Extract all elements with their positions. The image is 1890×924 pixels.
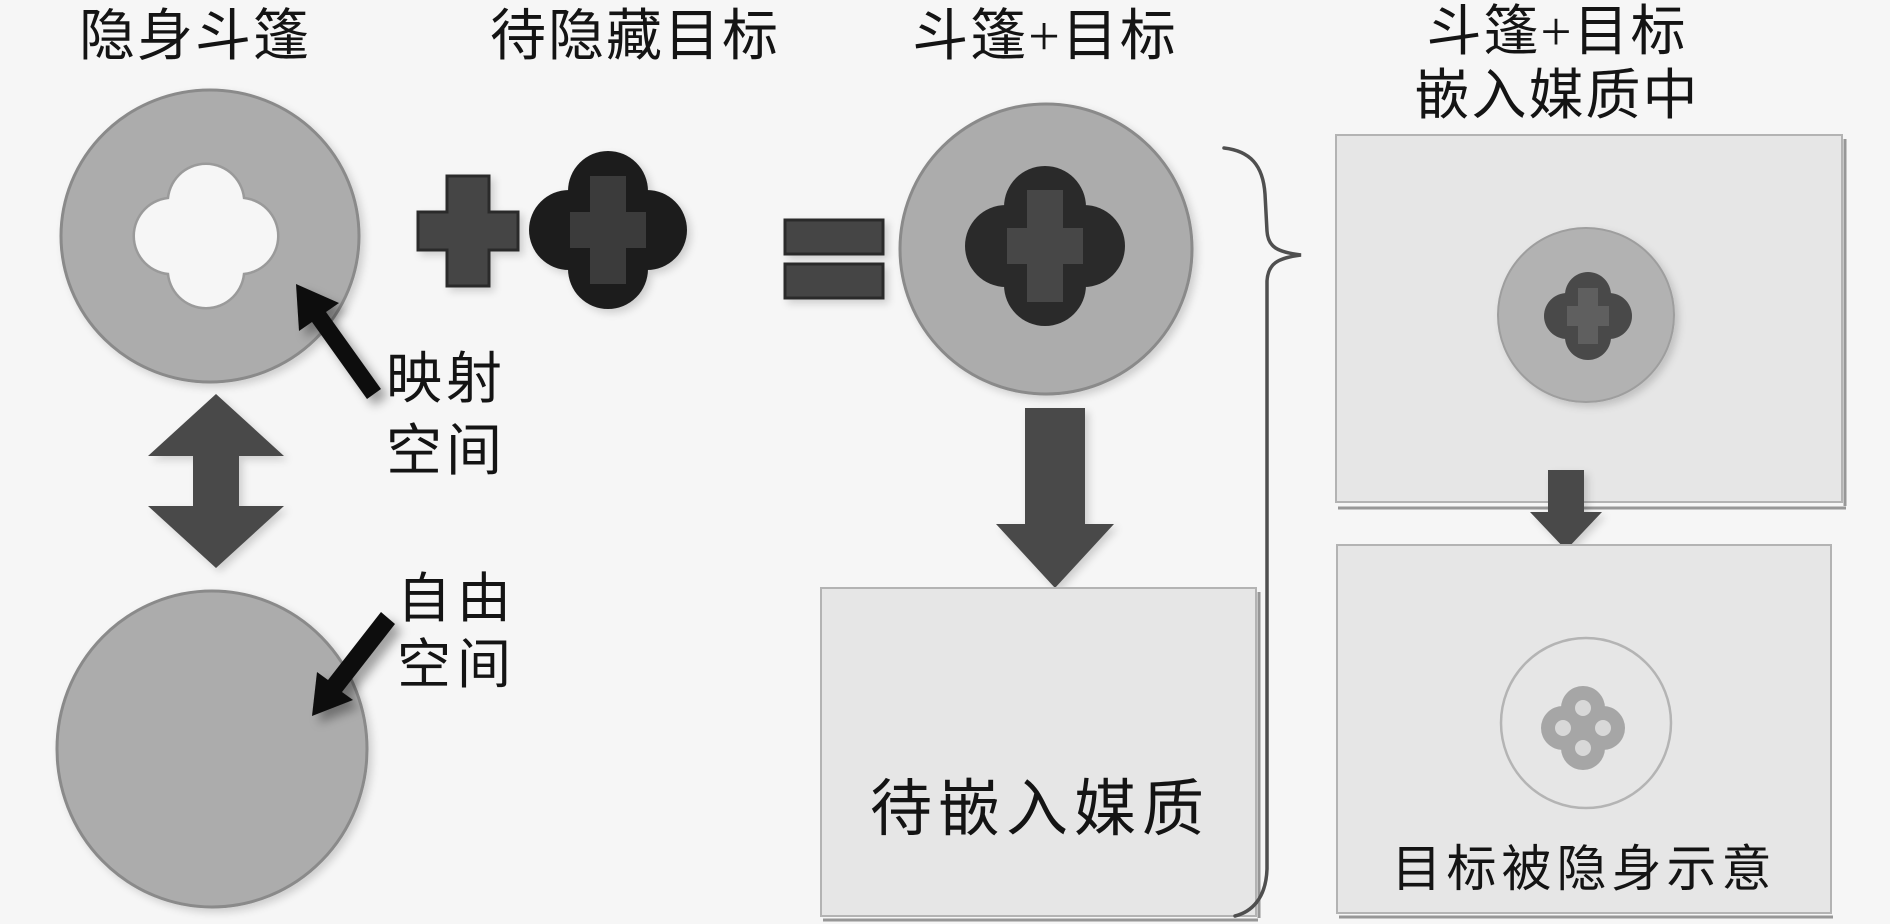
embedded-panel — [1335, 134, 1847, 510]
cloaking-flow-arrow-icon — [1530, 470, 1602, 550]
free-space-circle — [55, 589, 369, 909]
embedded-title: 斗篷+目标 嵌入媒质中 — [1347, 0, 1767, 128]
medium-caption: 待嵌入媒质 — [869, 776, 1210, 844]
embedded-title-line1: 斗篷+目标 — [1426, 1, 1688, 62]
mapping-space-hole — [132, 162, 280, 310]
medium-panel — [820, 587, 1261, 922]
free-space-label: 自由 空间 — [392, 566, 522, 698]
plus-icon — [416, 174, 520, 288]
cloak-title: 隐身斗篷 — [79, 6, 311, 68]
mapping-space-label-line1: 映射 — [386, 349, 506, 411]
result-panel — [1336, 544, 1833, 919]
ghost-cloak-circle — [1499, 636, 1673, 810]
free-space-label-line1: 自由 — [397, 569, 517, 629]
embed-flow-arrow-icon — [996, 408, 1114, 588]
mapping-space-label-line2: 空间 — [386, 421, 506, 483]
free-space-arrow-icon — [312, 612, 395, 716]
mapping-space-arrow-icon — [296, 284, 381, 399]
updown-arrow-icon — [148, 394, 284, 568]
cloak-plus-target-shape — [898, 102, 1194, 396]
hidden-caption: 目标被隐身示意 — [1391, 841, 1777, 897]
grouping-brace — [1222, 146, 1302, 918]
embedded-cloak-circle — [1497, 227, 1675, 403]
equals-icon — [783, 218, 885, 300]
cloak-ring-shape — [59, 88, 361, 384]
embedded-title-line2: 嵌入媒质中 — [1414, 65, 1700, 126]
free-space-label-line2: 空间 — [397, 635, 517, 695]
target-clover-shape — [529, 151, 687, 309]
combo-title: 斗篷+目标 — [912, 6, 1178, 68]
target-title: 待隐藏目标 — [490, 6, 780, 68]
mapping-space-label: 映射 空间 — [380, 344, 512, 488]
